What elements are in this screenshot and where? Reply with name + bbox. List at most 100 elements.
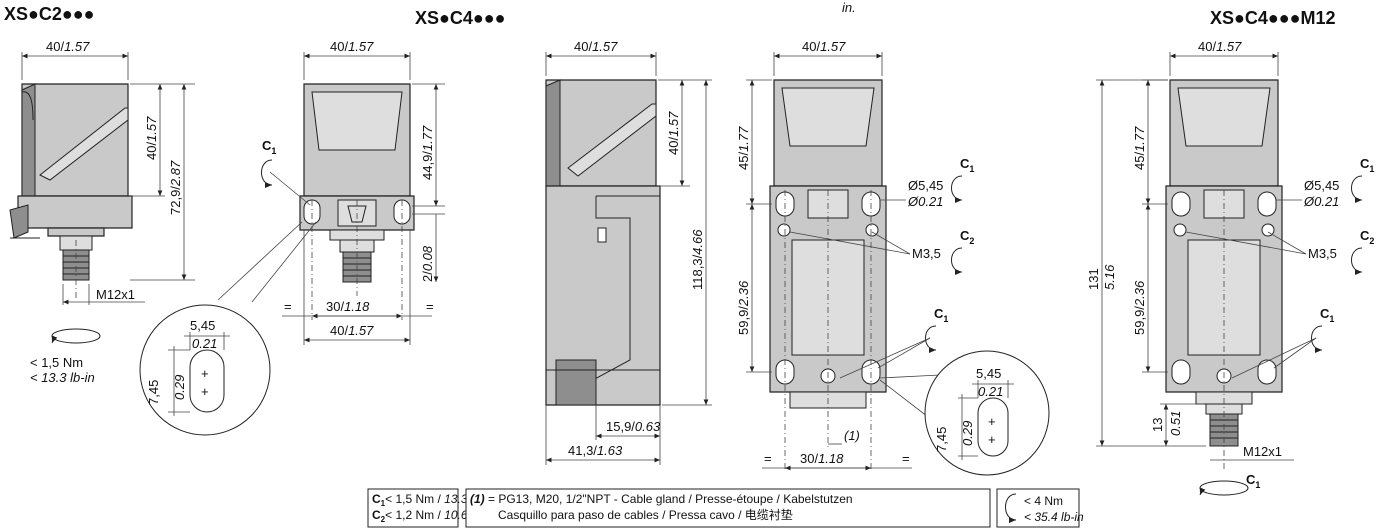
hole-diameter: Ø5,45 (908, 178, 943, 193)
legend-35lb: < 35.4 lb-in (1024, 510, 1084, 524)
svg-text:0.29: 0.29 (960, 421, 975, 446)
dim-30: 30/ (326, 299, 344, 314)
torque-c2-lb: < 13.3 lb-in (30, 370, 95, 385)
svg-text:40/1.57: 40/1.57 (46, 39, 90, 54)
dim-13: 13 (1150, 418, 1165, 432)
svg-text:118,3/4.66: 118,3/4.66 (690, 229, 705, 290)
svg-text:=: = (764, 451, 772, 466)
svg-text:45/1.77: 45/1.77 (1132, 126, 1147, 170)
dim-13-in: 0.51 (1168, 411, 1183, 436)
dim-41-3: 41,3/ (568, 443, 597, 458)
legend-c2: < 1,2 Nm / (385, 508, 444, 522)
legend-note-label: (1) (470, 492, 485, 506)
svg-text:40/1.57: 40/1.57 (144, 116, 159, 160)
svg-text:41,3/1.63: 41,3/1.63 (568, 443, 623, 458)
dim-40-vert: 40/ (144, 142, 159, 160)
c2-front-dims: 40/1.57 44,9/1.77 2/0.08 30/1.18 = = 40/… (139, 39, 445, 436)
svg-text:C1: C1 (1360, 156, 1374, 174)
c4-front-dims: 40/1.57 45/1.77 59,9/2.36 Ø5,45 Ø0.21 C1… (736, 39, 1050, 476)
dim-118-3: 118,3/ (690, 254, 705, 290)
svg-text:C1: C1 (1246, 472, 1260, 490)
svg-text:Ø5,45: Ø5,45 (1304, 178, 1339, 193)
dim-40-in: 1.57 (64, 39, 90, 54)
svg-text:+: + (201, 384, 209, 399)
svg-text:59,9/2.36: 59,9/2.36 (1132, 280, 1147, 335)
c4-m12-dims: 40/1.57 45/1.77 59,9/2.36 131 5.16 13 0.… (1086, 39, 1374, 496)
svg-text:C2: C2 (960, 228, 974, 246)
dim-131-in: 5.16 (1102, 264, 1117, 290)
dim-15-9: 15,9/ (606, 419, 635, 434)
dim-72-9-in: 2.87 (168, 160, 183, 187)
title-xs-c2: XS●C2●●● (4, 4, 95, 24)
svg-text:(1) = PG13, M20, 1/2"NPT - Cab: (1) = PG13, M20, 1/2"NPT - Cable gland /… (470, 492, 853, 506)
unit-note: in. (842, 0, 856, 15)
svg-text:+: + (988, 414, 996, 429)
svg-text:40/1.57: 40/1.57 (666, 111, 681, 155)
c4-side-dims: 40/1.57 40/1.57 118,3/4.66 15,9/0.63 41,… (545, 39, 712, 465)
c2-side-dims: 40/1.57 40/1.57 72,9/2.87 M12x1 < 1,5 Nm… (21, 39, 195, 385)
c4-m12-front-view (1165, 79, 1283, 470)
svg-text:=: = (902, 451, 910, 466)
title-xs-c4-m12: XS●C4●●●M12 (1210, 8, 1336, 28)
slot-height: 7,45 (146, 380, 161, 405)
legend-c1: < 1,5 Nm / (385, 492, 444, 506)
svg-text:15,9/0.63: 15,9/0.63 (606, 419, 661, 434)
svg-text:C1: C1 (934, 306, 948, 324)
svg-text:=: = (284, 299, 292, 314)
svg-text:M3,5: M3,5 (1308, 246, 1337, 261)
dim-72-9: 72,9/ (168, 186, 183, 215)
svg-text:45/1.77: 45/1.77 (736, 126, 751, 170)
dim-40-vert-in: 1.57 (144, 116, 159, 142)
legend-note-line1: = PG13, M20, 1/2"NPT - Cable gland / Pre… (485, 492, 853, 506)
svg-text:+: + (201, 366, 209, 381)
svg-text:40/1.57: 40/1.57 (1198, 39, 1242, 54)
hole-diameter-in: Ø0.21 (907, 194, 943, 209)
c2-front-view (299, 83, 415, 320)
svg-text:C1: C1 (960, 156, 974, 174)
note-1-marker: (1) (844, 428, 860, 443)
c2-side-view (9, 83, 133, 300)
svg-text:30/1.18: 30/1.18 (326, 299, 370, 314)
svg-text:M12x1: M12x1 (1243, 444, 1282, 459)
svg-text:40/1.57: 40/1.57 (330, 323, 374, 338)
legend-torque-box: C1< 1,5 Nm / 13.3 lb-in C2< 1,2 Nm / 10.… (367, 488, 494, 528)
legend-4nm: < 4 Nm (1024, 494, 1063, 508)
dim-131: 131 (1086, 268, 1101, 290)
svg-text:Ø0.21: Ø0.21 (1303, 194, 1339, 209)
title-xs-c4: XS●C4●●● (415, 8, 506, 28)
svg-text:C1: C1 (1320, 306, 1334, 324)
legend-note-line2: Casquillo para paso de cables / Pressa c… (498, 507, 793, 522)
slot-height-in: 0.29 (172, 375, 187, 400)
legend-note-box: (1) = PG13, M20, 1/2"NPT - Cable gland /… (465, 488, 991, 528)
svg-text:+: + (988, 432, 996, 447)
dim-44-9: 44,9/ (420, 151, 435, 180)
slot-width: 5,45 (190, 318, 215, 333)
c4-front-view (769, 79, 887, 470)
dim-2: 2/ (420, 271, 435, 282)
svg-text:59,9/2.36: 59,9/2.36 (736, 280, 751, 335)
svg-text:5,45: 5,45 (976, 366, 1001, 381)
dim-m12: M12x1 (96, 287, 135, 302)
torque-c1-label-left: C1 (262, 138, 276, 156)
svg-text:=: = (426, 299, 434, 314)
svg-text:30/1.18: 30/1.18 (800, 451, 844, 466)
c4-side-view (545, 79, 661, 406)
svg-text:72,9/2.87: 72,9/2.87 (168, 160, 183, 215)
dim-59-9: 59,9/ (736, 306, 751, 335)
svg-text:44,9/1.77: 44,9/1.77 (420, 125, 435, 180)
dim-45: 45/ (736, 152, 751, 170)
screw-m3-5: M3,5 (912, 246, 941, 261)
svg-text:40/1.57: 40/1.57 (574, 39, 618, 54)
svg-text:2/0.08: 2/0.08 (420, 245, 435, 282)
legend-torque-4nm: < 4 Nm < 35.4 lb-in (996, 488, 1084, 528)
torque-c2-nm: < 1,5 Nm (30, 355, 83, 370)
svg-text:7,45: 7,45 (934, 427, 949, 452)
svg-text:C2: C2 (1360, 228, 1374, 246)
svg-text:40/1.57: 40/1.57 (330, 39, 374, 54)
slot-width-in: 0.21 (192, 336, 217, 351)
svg-text:0.21: 0.21 (978, 384, 1003, 399)
svg-text:40/1.57: 40/1.57 (802, 39, 846, 54)
dim-40: 40/ (46, 39, 64, 54)
